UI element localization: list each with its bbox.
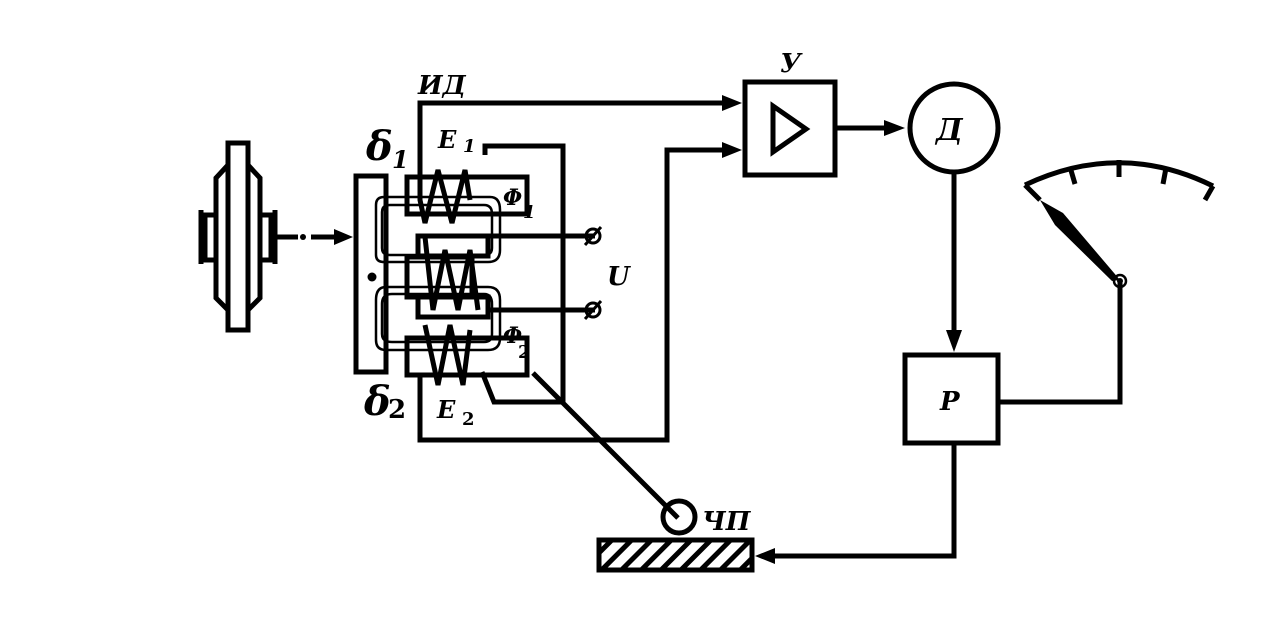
label-supply-voltage: U (607, 262, 631, 292)
label-detector: Д (934, 113, 964, 148)
label-sensor: ИД (417, 71, 467, 101)
meter-needle (1040, 200, 1120, 281)
label-regulator: Р (939, 387, 961, 417)
svg-text:1: 1 (523, 202, 536, 223)
meter-gauge (1023, 160, 1216, 289)
amplifier-triangle-icon (770, 101, 811, 157)
converter-base[interactable] (596, 537, 755, 573)
label-amplifier: У (780, 49, 803, 79)
label-emf1: E 1 (437, 125, 476, 157)
arrow-converter-in (755, 548, 775, 564)
label-gap2: δ 2 (363, 378, 406, 425)
wire-coil-return (479, 143, 566, 405)
arrow-amp-in-2 (722, 142, 742, 158)
flux-lines (374, 195, 502, 352)
arrow-regulator-in (946, 330, 962, 352)
rotor-left-shaft-collar (202, 212, 219, 263)
meter-pivot (1112, 273, 1128, 289)
label-emf2: E 2 (436, 395, 475, 430)
coil-e1 (417, 155, 473, 224)
label-flux1: Φ 1 (503, 185, 536, 223)
svg-text:E: E (437, 125, 457, 154)
axis-arrow (276, 229, 353, 245)
svg-text:2: 2 (518, 342, 531, 363)
svg-text:2: 2 (388, 395, 406, 425)
label-frequency-converter: ЧП (702, 507, 752, 537)
amplifier-block[interactable] (742, 79, 838, 178)
svg-text:Φ: Φ (503, 323, 522, 349)
wire-regulator-to-converter (772, 443, 957, 559)
coil-e2 (422, 324, 473, 386)
sensor-armature (353, 173, 389, 375)
rotor-disk (198, 140, 278, 333)
svg-text:δ: δ (363, 378, 391, 425)
arrow-amp-in-1 (722, 95, 742, 111)
arrow-detector-in (884, 120, 905, 136)
armature-pivot-dot (367, 272, 377, 282)
svg-text:E: E (436, 395, 456, 424)
svg-text:Φ: Φ (503, 185, 522, 211)
rotor-right-shaft-collar (257, 212, 274, 263)
svg-text:1: 1 (392, 145, 409, 174)
svg-text:1: 1 (463, 136, 476, 157)
wire-sensor-to-amp-top (417, 100, 725, 176)
label-gap1: δ 1 (365, 123, 409, 174)
svg-text:δ: δ (365, 123, 393, 170)
supply-terminals (418, 226, 603, 320)
label-flux2: Φ 2 (503, 323, 531, 363)
wire-regulator-to-meter (998, 282, 1123, 405)
coil-excitation (422, 236, 481, 311)
wire-sensor-to-amp-bottom (417, 147, 725, 443)
wire-flux-to-converter (531, 371, 680, 520)
rotor-disk-rim (225, 140, 251, 333)
converter-roller (660, 498, 698, 536)
svg-text:2: 2 (462, 409, 475, 430)
